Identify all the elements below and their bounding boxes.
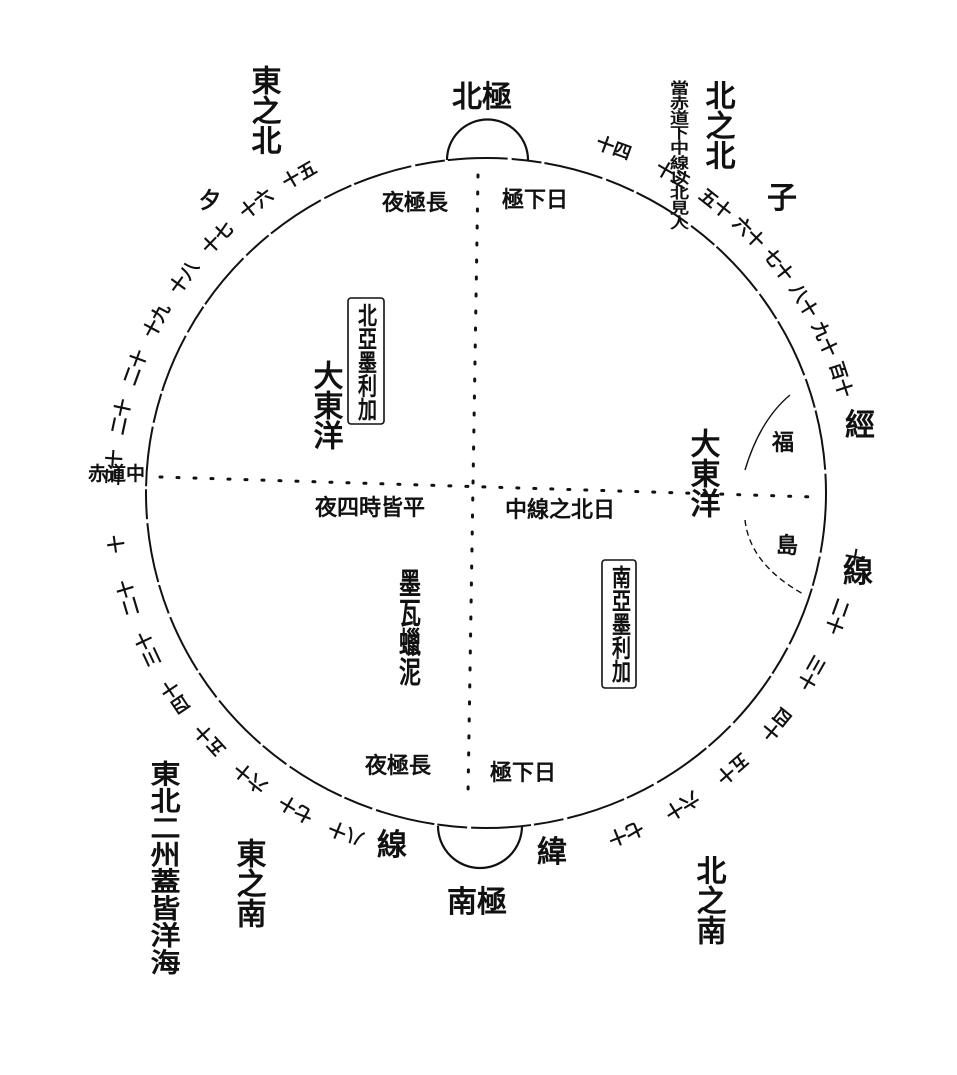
- degree-mark-lower-left-0: 十: [104, 534, 128, 555]
- great-east-sea-left: 大東洋: [308, 360, 344, 450]
- degree-mark-lower-right-6: 七十: [605, 816, 647, 850]
- meridian-top-right: 極下日: [502, 187, 568, 213]
- degree-mark-upper-left-3: 十八: [165, 255, 205, 298]
- degree-mark-left-side-0: 二十: [107, 397, 136, 437]
- wei-label: 緯: [537, 835, 567, 870]
- degree-mark-lower-left-4: 五十: [190, 719, 231, 760]
- equator-left-text: 夜四時皆平: [314, 495, 425, 521]
- degree-mark-lower-left-7: 八十: [325, 816, 367, 850]
- east-of-south-label: 東之南: [231, 838, 267, 928]
- islands-arc-top: [744, 394, 791, 471]
- degree-mark-upper-left-0: 十五: [278, 157, 320, 194]
- north-pole-cap: [445, 118, 530, 161]
- degree-mark-upper-left-4: 十九: [138, 300, 174, 342]
- degree-mark-upper-right-2: 七十: [758, 244, 798, 286]
- degree-mark-upper-right-4: 九十: [807, 317, 842, 360]
- degree-mark-lower-right-4: 五十: [712, 748, 754, 788]
- meridian-top-left: 夜極長: [381, 190, 449, 216]
- great-east-sea-right: 大東洋: [685, 428, 721, 518]
- equator-line: [158, 475, 817, 499]
- xi-mark: 夕: [199, 188, 221, 214]
- degree-mark-lower-right-1: 二十: [821, 596, 854, 637]
- north-of-north-label: 北之北: [700, 80, 736, 170]
- north-america-box: [347, 297, 385, 425]
- north-note-label: 當赤道下中線以北見人: [667, 79, 689, 230]
- globe-circle: [145, 157, 827, 829]
- degree-mark-upper-right-0: 五十: [695, 184, 737, 224]
- xian-right-label: 線: [843, 555, 873, 590]
- south-america-label: 南亞墨利加: [609, 565, 632, 684]
- degree-mark-upper-right-5: 百十: [825, 359, 857, 400]
- degree-mark-upper-right-3: 八十: [785, 280, 823, 322]
- north-america-label: 北亞墨利加: [355, 303, 378, 422]
- degree-mark-lower-left-6: 七十: [275, 790, 317, 827]
- degree-mark-upper-left-1: 十六: [235, 184, 277, 224]
- degree-mark-lower-right-3: 四十: [756, 703, 796, 745]
- magellan-label: 墨瓦蠟泥: [395, 568, 421, 688]
- degree-mark-upper-left-2: 十七: [197, 218, 238, 259]
- jing-label: 經: [845, 408, 875, 443]
- meridian-line: [466, 173, 480, 797]
- degree-mark-lower-right-2: 三十: [793, 652, 830, 694]
- degree-mark-lower-left-3: 四十: [157, 676, 195, 718]
- east-of-north-label: 東之北: [246, 65, 282, 155]
- degree-mark-upper-left-5: 二十: [119, 347, 152, 388]
- north-of-south-label: 北之南: [691, 855, 727, 945]
- equator-right-text: 中線之北日: [505, 497, 615, 523]
- south-america-box: [601, 559, 637, 689]
- fu-label: 福: [771, 430, 794, 456]
- degree-mark-lower-left-2: 三十: [131, 628, 166, 670]
- equator-label: 赤道中: [88, 462, 145, 485]
- rim-degree-marks: 十四十三五十六十七十八十九十百十十五十六十七十八十九二十二十三十十二十三十四十五…: [102, 132, 866, 851]
- south-pole-label: 南極: [447, 885, 507, 920]
- xian-bottom-label: 線: [377, 828, 407, 863]
- degree-mark-lower-right-5: 六十: [661, 787, 703, 825]
- dao-label: 島: [776, 533, 798, 559]
- degree-mark-upper-right-1: 六十: [728, 212, 769, 253]
- degree-mark-lower-left-5: 六十: [230, 758, 272, 798]
- zi-mark: 子: [767, 181, 797, 216]
- degree-mark-lower-left-1: 二十: [113, 577, 144, 618]
- degree-mark-left-side-1: 三十: [102, 449, 126, 486]
- north-pole-label: 北極: [452, 80, 512, 115]
- south-pole-cap: [436, 825, 524, 870]
- degree-mark-lower-right-0: 十: [841, 546, 866, 568]
- islands-arc-bottom: [744, 519, 806, 596]
- degree-mark-top-center-0: 十四: [593, 132, 634, 165]
- meridian-bottom-left: 夜極長: [364, 753, 432, 779]
- left-bottom-note: 東北二州蓋皆洋海: [145, 760, 181, 975]
- meridian-bottom-right: 極下日: [490, 760, 556, 786]
